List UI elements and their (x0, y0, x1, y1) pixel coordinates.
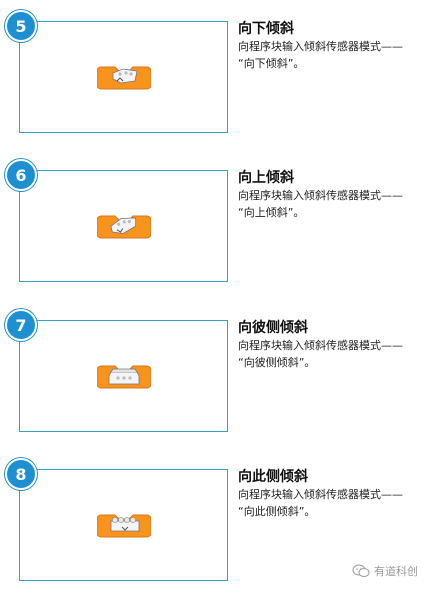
step-6: 6 向上倾斜 向程序块输入倾斜传感器模式—— “向上倾斜”。 (0, 159, 426, 310)
step-description: 向程序块输入倾斜传感器模式—— “向下倾斜”。 (238, 38, 424, 72)
block-frame (19, 170, 228, 282)
step-description-line: 向程序块输入倾斜传感器模式—— (238, 339, 403, 352)
step-8: 8 向此侧倾斜 向程序块输入倾斜传感器模式—— “向此侧倾斜”。 (0, 458, 426, 609)
watermark: 有道科创 (352, 563, 418, 579)
step-description-line: “向上倾斜”。 (238, 206, 305, 219)
step-title: 向上倾斜 (238, 170, 294, 186)
step-number-badge: 7 (5, 309, 37, 341)
block-frame (19, 469, 228, 581)
tilt-far-side-block-icon[interactable] (97, 360, 151, 392)
block-frame (19, 21, 228, 133)
tilt-near-side-block-icon[interactable] (97, 509, 151, 541)
step-description: 向程序块输入倾斜传感器模式—— “向彼侧倾斜”。 (238, 337, 424, 371)
step-title: 向下倾斜 (238, 21, 294, 37)
wechat-icon (352, 564, 370, 577)
step-description-line: “向下倾斜”。 (238, 57, 305, 70)
block-frame (19, 320, 228, 432)
watermark-text: 有道科创 (374, 565, 418, 578)
step-title: 向彼侧倾斜 (238, 320, 308, 336)
step-5: 5 向下倾斜 向程序块输入倾斜传感器模式—— “向下倾斜”。 (0, 10, 426, 161)
step-description-line: “向彼侧倾斜”。 (238, 356, 316, 369)
step-7: 7 向彼侧倾斜 向程序块输入倾斜传感器模式—— “向彼侧倾斜”。 (0, 309, 426, 460)
tilt-up-block-icon[interactable] (97, 210, 151, 242)
step-description-line: 向程序块输入倾斜传感器模式—— (238, 40, 403, 53)
step-description: 向程序块输入倾斜传感器模式—— “向此侧倾斜”。 (238, 486, 424, 520)
step-number-badge: 5 (5, 10, 37, 42)
step-description: 向程序块输入倾斜传感器模式—— “向上倾斜”。 (238, 187, 424, 221)
step-title: 向此侧倾斜 (238, 469, 308, 485)
step-number-badge: 8 (5, 458, 37, 490)
step-number-badge: 6 (5, 159, 37, 191)
step-description-line: “向此侧倾斜”。 (238, 505, 316, 518)
step-description-line: 向程序块输入倾斜传感器模式—— (238, 189, 403, 202)
tilt-down-block-icon[interactable] (97, 61, 151, 93)
step-description-line: 向程序块输入倾斜传感器模式—— (238, 488, 403, 501)
